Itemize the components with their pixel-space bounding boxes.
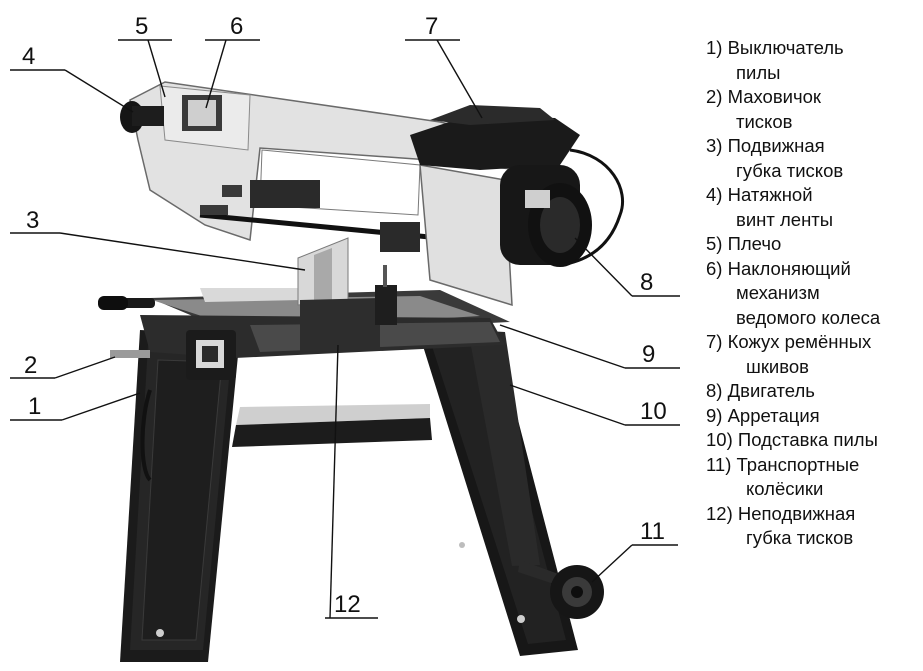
legend-text: Двигатель <box>727 380 815 401</box>
legend-text: Маховичок <box>727 86 822 107</box>
legend-number: 10) <box>706 429 733 450</box>
legend-number: 11) <box>706 453 732 475</box>
legend-item-5: 5) Плечо <box>706 232 921 257</box>
legend-item-6: 6) Наклоняющий механизм ведомого колеса <box>706 257 921 331</box>
callout-7: 7 <box>425 13 438 40</box>
legend-number: 8) <box>706 380 723 401</box>
legend-text: Арретация <box>727 404 820 426</box>
legend-text-cont: винт ленты <box>736 208 834 230</box>
legend-text-cont: губка тисков <box>746 527 854 548</box>
legend-text-cont: тисков <box>736 110 793 132</box>
vise <box>297 237 397 352</box>
legend-item-1: 1) Выключатель пилы <box>706 36 921 85</box>
belt-cover <box>410 105 580 170</box>
legend-number: 3) <box>706 135 723 156</box>
legend-item-2: 2) Маховичок тисков <box>706 85 921 134</box>
legend-text: Кожух ремённых <box>727 331 872 352</box>
legend-item-9: 9) Арретация <box>706 404 921 429</box>
legend-text: Неподвижная <box>737 502 856 524</box>
callout-9: 9 <box>642 341 655 368</box>
legend-text-cont: колёсики <box>746 478 824 499</box>
legend-text-cont: губка тисков <box>736 159 844 181</box>
legend-text: Наклоняющий <box>727 257 851 279</box>
legend-item-3: 3) Подвижная губка тисков <box>706 134 921 183</box>
legend-number: 5) <box>706 233 723 254</box>
legend-number: 6) <box>706 257 723 279</box>
leader-lines <box>10 39 680 619</box>
power-switch <box>140 330 236 482</box>
callout-4: 4 <box>22 43 35 70</box>
legend-text: Плечо <box>727 233 782 254</box>
callout-3: 3 <box>26 207 39 234</box>
legend-number: 1) <box>706 37 723 58</box>
legend-text-cont: ведомого колеса <box>736 306 881 328</box>
legend-text: Натяжной <box>727 184 813 205</box>
callout-12: 12 <box>334 591 361 618</box>
callout-6: 6 <box>230 13 243 40</box>
callout-8: 8 <box>640 269 653 296</box>
legend-text: Подвижная <box>727 135 825 156</box>
legend-number: 2) <box>706 86 723 107</box>
legend-number: 9) <box>706 404 723 426</box>
legend-text-cont: шкивов <box>746 355 810 377</box>
legend-number: 7) <box>706 331 723 352</box>
callout-2: 2 <box>24 352 37 379</box>
callout-numbers: 1 2 3 4 5 6 7 8 9 10 11 12 <box>22 13 667 618</box>
parts-legend: 1) Выключатель пилы 2) Маховичок тисков … <box>706 36 921 551</box>
legend-number: 12) <box>706 502 733 524</box>
legend-item-4: 4) Натяжной винт ленты <box>706 183 921 232</box>
saw-arm <box>129 81 521 307</box>
legend-text-cont: пилы <box>736 61 781 83</box>
legend-item-7: 7) Кожух ремённых шкивов <box>706 330 921 379</box>
legend-item-11: 11) Транспортные колёсики <box>706 453 921 502</box>
legend-text: Подставка пилы <box>737 429 878 450</box>
callout-11: 11 <box>640 518 665 545</box>
saw-stand <box>120 328 604 662</box>
legend-text: Транспортные <box>736 453 860 475</box>
tension-knob <box>120 101 164 133</box>
legend-item-8: 8) Двигатель <box>706 379 921 404</box>
legend-item-12: 12) Неподвижная губка тисков <box>706 502 921 551</box>
callout-1: 1 <box>28 393 41 420</box>
legend-number: 4) <box>706 184 723 205</box>
legend-text: Выключатель <box>727 37 844 58</box>
callout-10: 10 <box>640 398 667 425</box>
legend-item-10: 10) Подставка пилы <box>706 428 921 453</box>
legend-text-cont: механизм <box>736 282 820 303</box>
motor <box>500 148 625 267</box>
callout-5: 5 <box>135 13 148 40</box>
